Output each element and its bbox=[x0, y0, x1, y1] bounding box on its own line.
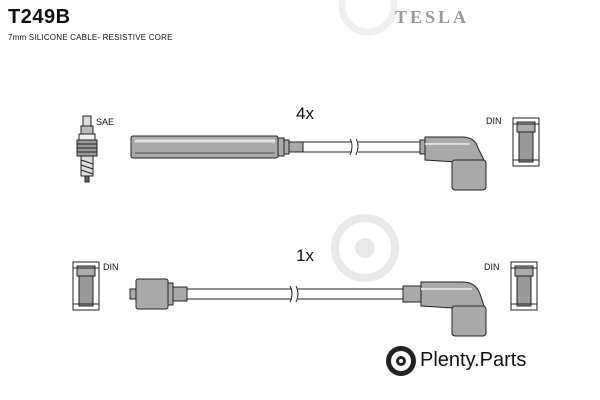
din-terminal-icon bbox=[512, 117, 540, 167]
part-number: T249B bbox=[8, 6, 71, 28]
din-terminal-icon bbox=[510, 261, 538, 311]
subtitle: 7mm SILICONE CABLE- RESISTIVE CORE bbox=[8, 33, 173, 42]
din-terminal-icon bbox=[72, 261, 100, 311]
angled-boot-connector bbox=[419, 136, 487, 191]
cable-2 bbox=[187, 285, 403, 303]
coil-straight-connector bbox=[129, 278, 188, 310]
wire1-quantity: 4x bbox=[296, 104, 314, 123]
wire-2 bbox=[72, 261, 538, 337]
straight-boot-connector bbox=[130, 135, 304, 159]
brand-logo: TESLA bbox=[395, 7, 470, 27]
wire-1 bbox=[76, 115, 540, 191]
plenty-logo-icon bbox=[386, 346, 416, 376]
spark-plug-icon bbox=[76, 115, 98, 183]
watermark-background bbox=[331, 0, 399, 282]
wire2-left-label: DIN bbox=[103, 262, 119, 272]
cable-1 bbox=[303, 138, 420, 156]
wire2-quantity: 1x bbox=[296, 246, 314, 265]
wire1-right-label: DIN bbox=[486, 116, 502, 126]
wire2-right-label: DIN bbox=[484, 262, 500, 272]
angled-boot-connector bbox=[402, 281, 487, 337]
plenty-parts-watermark: Plenty.Parts bbox=[420, 349, 527, 371]
wire1-left-label: SAE bbox=[96, 117, 115, 127]
